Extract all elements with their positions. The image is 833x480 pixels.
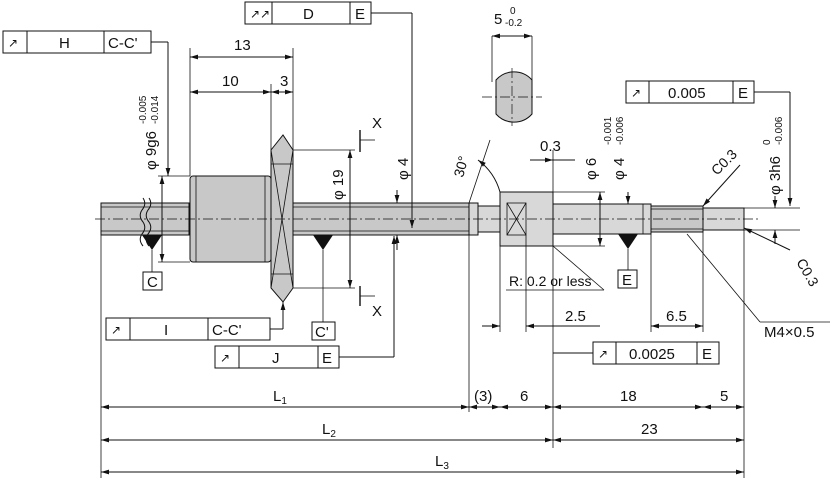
frame-tol1-datum: E (738, 85, 748, 102)
dim-dia-19: φ 19 (330, 169, 347, 200)
frame-tol1-value: 0.005 (668, 85, 706, 102)
datum-cp-box (311, 321, 336, 341)
dim-23: 23 (641, 421, 658, 438)
dim-dia-3h6: φ 3h6 (767, 156, 784, 195)
dim-chamfer-1: C0.3 (708, 146, 740, 178)
dim-3: 3 (280, 73, 288, 90)
dim-dia-6: φ 6 (583, 158, 600, 180)
dim-dia-4t-lower: -0.006 (615, 116, 626, 145)
dim-2-5: 2.5 (565, 308, 586, 325)
dim-3-paren: (3) (474, 388, 492, 405)
datum-e-box (617, 269, 638, 289)
dim-L1: L1 (273, 388, 287, 407)
dim-dia-9g6-lower: -0.014 (150, 95, 161, 124)
datum-c: C (147, 274, 158, 291)
dim-angle-30: 30° (450, 154, 471, 179)
frame-j-datum: E (322, 350, 332, 367)
frame-tol-0005: ↗ 0.005 E (625, 80, 793, 206)
dim-5-lower: -0.2 (505, 18, 523, 29)
dim-dia-9g6-upper: -0.005 (138, 95, 149, 124)
datum-c-box (142, 271, 163, 291)
section-x-view (482, 33, 542, 126)
dim-13: 13 (234, 37, 251, 54)
dim-18: 18 (620, 388, 637, 405)
dim-dia-4t: φ 4 (611, 158, 628, 180)
dim-10: 10 (222, 73, 239, 90)
dim-dia-9g6: φ 9g6 (143, 131, 160, 170)
dim-5: 5 (494, 11, 502, 28)
frame-tol2-datum: E (702, 346, 712, 363)
frame-j: ↗ J E (214, 236, 397, 369)
dim-6: 6 (520, 388, 528, 405)
datum-cp: C' (315, 324, 329, 341)
frame-i-symbol: ↗ (111, 323, 121, 337)
frame-h-symbol: ↗ (8, 36, 18, 50)
frame-tol-00025: ↗ 0.0025 E (553, 341, 720, 365)
frame-tol2-symbol: ↗ (598, 347, 608, 361)
dim-dia-4: φ 4 (395, 158, 412, 180)
frame-d-symbol: ↗↗ (250, 7, 270, 21)
frame-h-datum: C-C' (108, 35, 138, 52)
dim-L3: L3 (435, 453, 449, 472)
note-radius: R: 0.2 or less (509, 273, 591, 289)
frame-tol1-symbol: ↗ (631, 86, 641, 100)
frame-i-ref: I (164, 322, 168, 339)
dim-L2: L2 (322, 421, 336, 440)
frame-h-ref: H (59, 35, 70, 52)
frame-j-symbol: ↗ (220, 351, 230, 365)
dim-chamfer-2: C0.3 (793, 256, 822, 290)
dim-5-bottom: 5 (720, 388, 728, 405)
dim-0-3: 0.3 (540, 138, 561, 155)
dim-thread: M4×0.5 (764, 324, 814, 341)
frame-tol2-value: 0.0025 (629, 346, 675, 363)
dim-dia-4t-upper: -0.001 (603, 116, 614, 145)
dim-6-5: 6.5 (666, 308, 687, 325)
frame-i-datum: C-C' (212, 322, 242, 339)
section-x-bottom: X (372, 303, 382, 320)
frame-d: ↗↗ D E (244, 1, 415, 228)
frame-i: ↗ I C-C' (105, 302, 286, 341)
break-mark-left (139, 197, 146, 247)
shaft-body (95, 134, 760, 303)
datum-e: E (622, 272, 632, 289)
frame-h: ↗ H C-C' (2, 30, 171, 176)
dim-dia-3h6-lower: -0.006 (774, 116, 785, 145)
dim-dia-3h6-upper: 0 (762, 139, 773, 145)
frame-j-ref: J (272, 350, 280, 367)
section-x-top: X (372, 115, 382, 132)
frame-d-datum: E (355, 6, 365, 23)
frame-d-ref: D (303, 6, 314, 23)
dim-5-upper: 0 (510, 6, 516, 17)
